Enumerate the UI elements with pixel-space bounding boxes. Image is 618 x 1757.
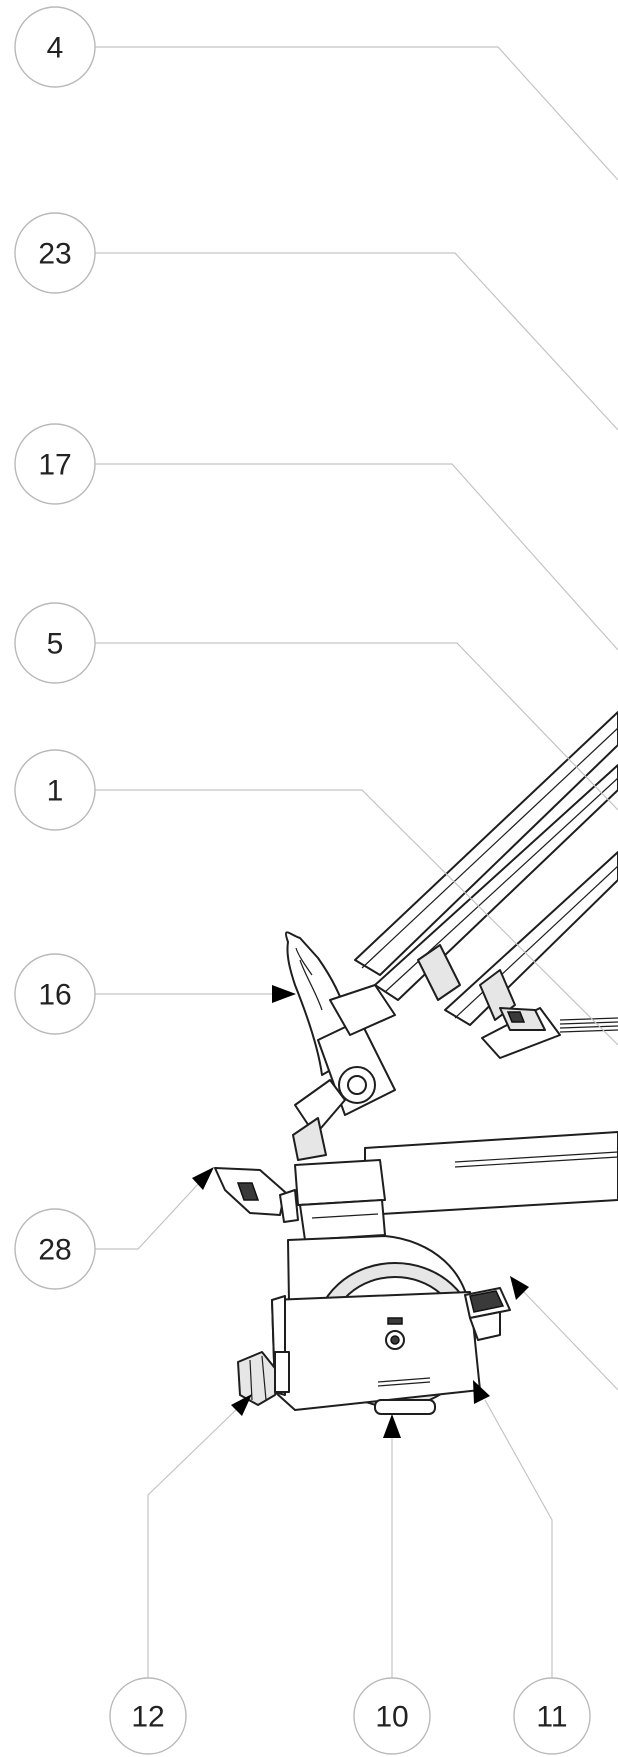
leader-17: [95, 463, 618, 651]
clamp-lever: [214, 1167, 299, 1223]
cart-drawing: [214, 711, 618, 1415]
leader-5: [95, 642, 618, 811]
callout-12-label: 12: [131, 1701, 164, 1734]
callouts: 4 23 17 5 1 16 28 12: [14, 6, 591, 1755]
arrow-10: [383, 1414, 401, 1438]
column-block: [294, 1159, 386, 1241]
callout-5: 5: [14, 602, 96, 684]
callout-11-label: 11: [536, 1701, 567, 1734]
leader-28: [95, 1181, 201, 1250]
callout-23-label: 23: [38, 238, 71, 271]
lower-arm: [364, 1131, 618, 1216]
leader-12: [147, 1407, 239, 1690]
leader-11: [484, 1399, 553, 1690]
callout-10: 10: [353, 1677, 431, 1755]
leader-1: [95, 789, 618, 1046]
callout-4-label: 4: [47, 32, 64, 65]
upper-arm-tubes: [354, 711, 618, 1026]
callout-11: 11: [513, 1677, 591, 1755]
brake-pedal: [464, 1287, 511, 1341]
arrow-28: [192, 1167, 214, 1190]
arrowheads: [192, 985, 529, 1438]
callout-1-label: 1: [47, 775, 64, 808]
callout-17: 17: [14, 423, 96, 505]
callout-1: 1: [14, 749, 96, 831]
hinge-joint: [317, 984, 396, 1116]
callout-28: 28: [14, 1208, 96, 1290]
leader-4: [95, 46, 618, 181]
arrow-right: [510, 1276, 529, 1300]
side-knob: [237, 1351, 290, 1406]
callout-12: 12: [109, 1677, 187, 1755]
callout-17-label: 17: [38, 449, 71, 482]
wheel-guard: [271, 1291, 481, 1415]
leader-lines: [95, 46, 618, 1690]
cable-bracket: [481, 1007, 618, 1059]
lever-bracket: [292, 1079, 346, 1161]
arrow-12: [231, 1394, 252, 1416]
callout-10-label: 10: [375, 1701, 408, 1734]
leader-right: [521, 1289, 618, 1391]
callout-28-label: 28: [38, 1234, 71, 1267]
arrow-16: [272, 985, 296, 1003]
callout-16-label: 16: [38, 979, 71, 1012]
callout-23: 23: [14, 212, 96, 294]
callout-16: 16: [14, 953, 96, 1035]
callout-5-label: 5: [47, 628, 64, 661]
leader-23: [95, 252, 618, 431]
callout-4: 4: [14, 6, 96, 88]
arrow-11: [473, 1380, 490, 1404]
